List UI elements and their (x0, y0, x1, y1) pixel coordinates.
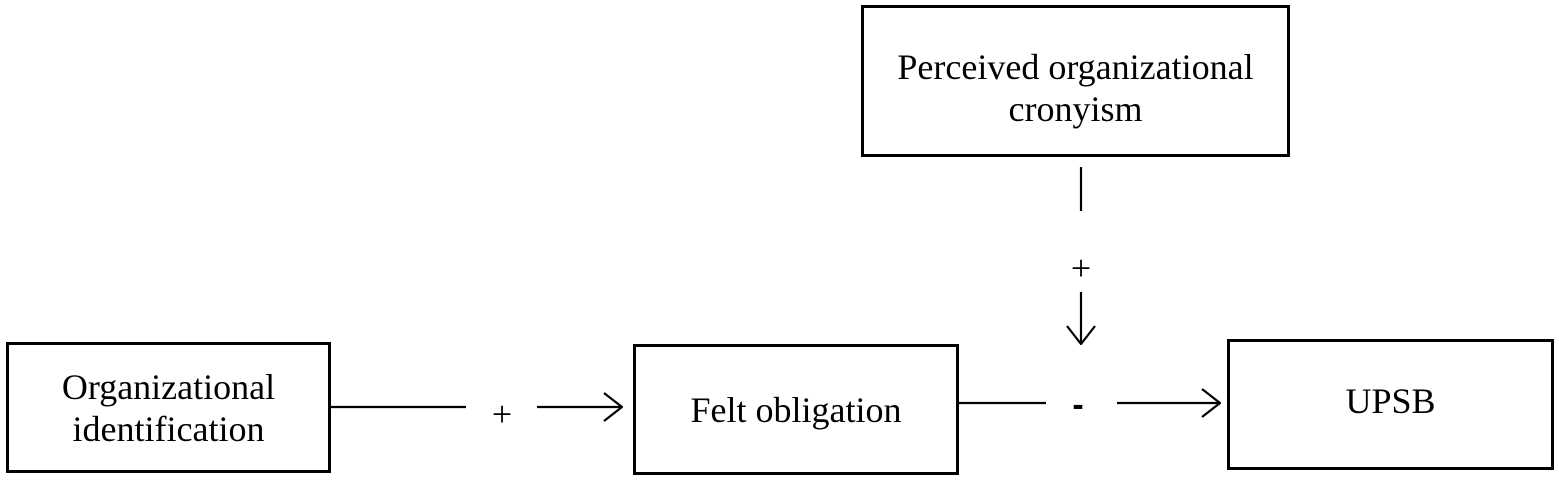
node-label: Organizational identification (61, 366, 276, 449)
node-upsb: UPSB (1227, 339, 1554, 470)
edge-sign-moderation: + (1070, 248, 1092, 288)
node-label: UPSB (1345, 381, 1436, 421)
node-label: Felt obligation (690, 389, 902, 430)
edge-sign-oi-fo: + (491, 394, 513, 434)
node-perceived-organizational-cronyism: Perceived organizational cronyism (861, 5, 1290, 157)
node-label: Perceived organizational cronyism (897, 47, 1254, 129)
node-organizational-identification: Organizational identification (6, 342, 331, 473)
edge-sign-fo-upsb: - (1072, 386, 1084, 424)
node-felt-obligation: Felt obligation (633, 344, 959, 475)
